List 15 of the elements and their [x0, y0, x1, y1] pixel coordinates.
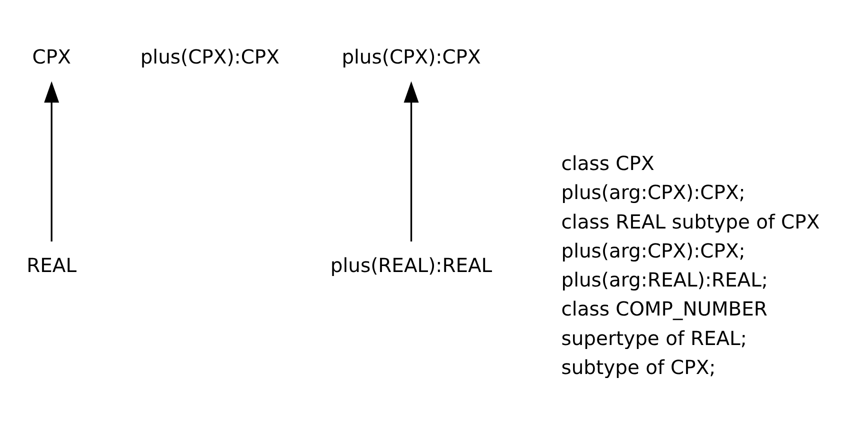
- label: class REAL subtype of CPX: [561, 210, 820, 233]
- arrow: [44, 80, 60, 241]
- node-text: REAL: [26, 253, 77, 276]
- node-text: CPX: [32, 45, 71, 68]
- arrow: [404, 80, 419, 241]
- label: subtype of CPX;: [561, 356, 716, 379]
- node-label: plus(CPX):CPX: [140, 45, 280, 68]
- label: class COMP_NUMBER: [561, 297, 768, 320]
- label: plus(arg:CPX):CPX;: [561, 180, 746, 204]
- label: plus(arg:CPX):CPX;: [561, 238, 746, 262]
- label: plus(arg:REAL):REAL;: [561, 268, 768, 292]
- node-text: plus(REAL):REAL: [330, 253, 492, 276]
- node-text: plus(CPX):CPX: [342, 45, 481, 68]
- label: supertype of REAL;: [561, 326, 747, 350]
- label: class CPX: [561, 151, 654, 174]
